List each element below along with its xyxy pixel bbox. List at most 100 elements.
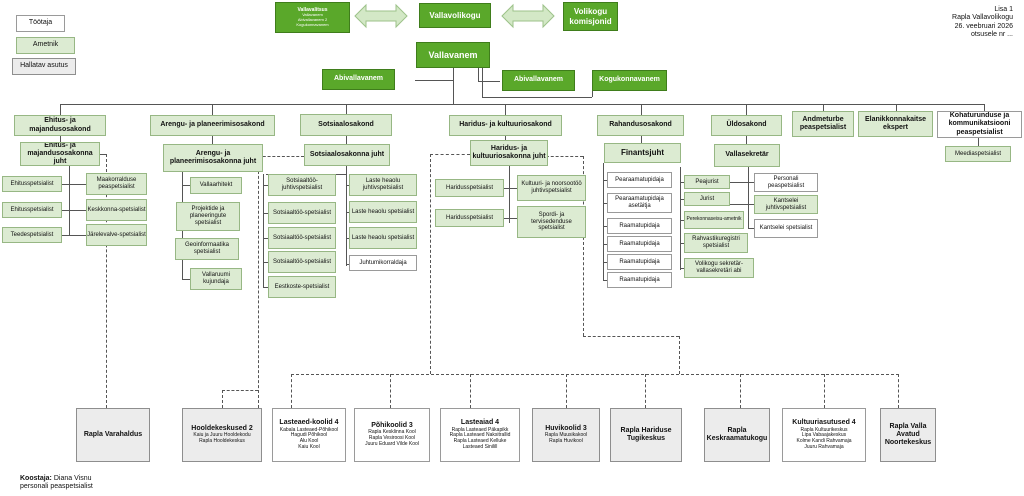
rahandus-staff-2: Pearaamatupidaja asetäitja (607, 193, 672, 213)
institution-hooldekeskused: Hooldekeskused 2 Kaiu ja Juuru Hooldekod… (182, 408, 262, 462)
institution-line: Lasteaed Sinilill (462, 443, 498, 450)
sotsiaal-staff-5: Eestkoste-spetsialist (268, 276, 336, 298)
sotsiaal-staff-8: Laste heaolu spetsialist (349, 227, 417, 249)
institution-line: Rapla Hooldekeskus (199, 438, 245, 445)
institution-keskraamatukogu: Rapla Keskraamatukogu (704, 408, 770, 462)
institution-line: Juuru Eduard Vilde Kool (365, 440, 419, 447)
institution-title: Hooldekeskused 2 (191, 425, 253, 433)
vallavalitsus-line-2: Abivallavanem 2 (297, 17, 328, 23)
sotsiaal-staff-2: Sotsiaaltöö-spetsialist (268, 202, 336, 224)
footer-name: Diana Visnu (53, 475, 92, 482)
ehitus-staff-2: Ehitusspetsialist (2, 202, 62, 218)
institution-title: Rapla Valla Avatud Noortekeskus (884, 422, 932, 447)
rahandus-staff-4: Raamatupidaja (607, 236, 672, 252)
institution-line: Rapla Huvikool (549, 438, 583, 445)
institution-line: Lipa Vabaajakeskus (801, 432, 847, 439)
institution-noortekeskus: Rapla Valla Avatud Noortekeskus (880, 408, 936, 462)
institution-title: Huvikoolid 3 (545, 425, 587, 433)
head-sotsiaal: Sotsiaalosakonna juht (304, 144, 390, 166)
sotsiaal-staff-6: Laste heaolu juhtivspetsialist (349, 174, 417, 196)
haridus-staff-2: Haridusspetsialist (435, 209, 504, 227)
sotsiaal-staff-7: Laste heaolu spetsialist (349, 201, 417, 223)
dept-yld: Üldosakond (711, 115, 782, 136)
double-arrow-left (354, 3, 408, 29)
dept-andmeturve: Andmeturbe peaspetsialist (792, 111, 854, 137)
institution-line: Rapla Lasteaed Kelluke (453, 438, 507, 445)
institution-line: Rapla Lasteaed Naksitrallid (449, 432, 511, 439)
institution-line: Rapla Kesklinna Kool (368, 429, 416, 436)
institution-title: Lasteaiad 4 (460, 419, 500, 427)
haridus-staff-3: Kultuuri- ja noorsootöö juhtivspetsialis… (517, 175, 586, 201)
vallavalitsus-line-3: Kogukonnavanem (296, 21, 329, 27)
rahandus-staff-6: Raamatupidaja (607, 272, 672, 288)
abivallavanem-1-box: Abivallavanem (322, 69, 395, 90)
institution-title: Rapla Varahaldus (83, 430, 143, 438)
institution-line: Rapla Lasteaed Päkapikk (451, 426, 509, 433)
institution-huvikoolid: Huvikoolid 3 Rapla Muusikakool Rapla Huv… (532, 408, 600, 462)
sotsiaal-staff-1: Sotsiaaltöö-juhtivspetsialist (268, 174, 336, 196)
yld-staff-3: Perekonnaseisu-ametnik (684, 211, 744, 229)
vallavanem-box: Vallavanem (416, 42, 490, 68)
abivallavanem-2-box: Abivallavanem (502, 70, 575, 91)
legend-tootaja: Töötaja (16, 15, 65, 32)
dept-haridus: Haridus- ja kultuuriosakond (449, 115, 562, 136)
institution-line: Kaiu ja Juuru Hooldekodu (193, 432, 251, 439)
head-ehitus: Ehitus- ja majandusosakonna juht (20, 142, 100, 166)
institution-line: Hagudi Põhikool (290, 432, 328, 439)
rahandus-staff-5: Raamatupidaja (607, 254, 672, 270)
institution-line: Kolme Kandi Rahvamaja (796, 438, 852, 445)
document-meta: Lisa 1 Rapla Vallavolikogu 26. veebruari… (935, 6, 1013, 40)
kogukonnavanem-box: Kogukonnavanem (592, 70, 667, 91)
institution-line: Kabala Lasteaed-Põhikool (279, 426, 339, 433)
yld-staff-6: Personali peaspetsialist (754, 173, 818, 192)
sotsiaal-staff-3: Sotsiaaltöö-spetsialist (268, 227, 336, 249)
dept-sotsiaal: Sotsiaalosakond (300, 114, 392, 136)
institution-line: Alu Kool (299, 438, 319, 445)
arengu-staff-4: Vallaruumi kujundaja (190, 268, 242, 290)
ehitus-staff-1: Ehitusspetsialist (2, 176, 62, 192)
arengu-staff-2: Projektide ja planeeringute spetsialist (176, 202, 240, 231)
footer-label: Koostaja: (20, 475, 52, 482)
yld-staff-5: Volikogu sekretär-vallasekretäri abi (684, 258, 754, 278)
ehitus-staff-5: Keskkonna-spetsialist (86, 199, 147, 221)
head-arengu: Arengu- ja planeerimisosakonna juht (163, 144, 263, 172)
institution-title: Põhikoolid 3 (371, 422, 413, 430)
haridus-staff-4: Spordi- ja tervisedenduse spetsialist (517, 206, 586, 238)
meta-line-1: Lisa 1 (994, 6, 1013, 13)
institution-line: Rapla Kultuurikeskus (800, 426, 848, 433)
institution-tugikeskus: Rapla Hariduse Tugikeskus (610, 408, 682, 462)
institution-kultuuriasutused: Kultuuriasutused 4 Rapla Kultuurikeskus … (782, 408, 866, 462)
head-haridus: Haridus- ja kultuuriosakonna juht (470, 140, 548, 166)
yld-staff-2: Jurist (684, 192, 730, 206)
legend-hallatav: Hallatav asutus (12, 58, 76, 75)
sotsiaal-staff-4: Sotsiaaltöö-spetsialist (268, 251, 336, 273)
institution-line: Rapla Muusikakool (544, 432, 588, 439)
sotsiaal-staff-9: Juhtumikorraldaja (349, 255, 417, 271)
vallavolikogu-box: Vallavolikogu (419, 3, 491, 28)
rahandus-staff-1: Pearaamatupidaja (607, 172, 672, 188)
meta-line-3: 26. veebruari 2026 (954, 22, 1013, 30)
meta-line-4: otsusele nr ... (970, 31, 1013, 39)
dept-arengu: Arengu- ja planeerimisosakond (150, 115, 275, 136)
institution-pohikoolid: Põhikoolid 3 Rapla Kesklinna Kool Rapla … (354, 408, 430, 462)
yld-staff-8: Kantselei spetsialist (754, 219, 818, 238)
ehitus-staff-4: Maakorralduse peaspetsialist (86, 173, 147, 195)
vallavalitsus-title: Vallavalitsus (297, 6, 328, 13)
dept-rahandus: Rahandusosakond (597, 115, 684, 136)
institution-line: Rapla Vesiroosi Kool (368, 435, 416, 442)
institution-varahaldus: Rapla Varahaldus (76, 408, 150, 462)
institution-title: Rapla Keskraamatukogu (706, 426, 768, 442)
kohatur-staff-1: Meediaspetsialist (945, 146, 1011, 162)
yld-staff-4: Rahvastikuregistri spetsialist (684, 233, 748, 253)
footer-author: Koostaja: Diana Visnu personali peaspets… (20, 475, 150, 492)
institution-lasteaed-koolid: Lasteaed-koolid 4 Kabala Lasteaed-Põhiko… (272, 408, 346, 462)
head-rahandus: Finantsjuht (604, 143, 681, 163)
double-arrow-right (501, 3, 555, 29)
yld-staff-7: Kantselei juhtivspetsialist (754, 195, 818, 214)
institution-line: Kaiu Kool (298, 443, 320, 450)
ehitus-staff-6: Järelevalve-spetsialist (86, 224, 147, 246)
institution-title: Lasteaed-koolid 4 (279, 419, 339, 427)
footer-role: personali peaspetsialist (20, 483, 93, 491)
dept-kohaturundus: Kohaturunduse ja kommunikatsiooni peaspe… (937, 111, 1022, 138)
arengu-staff-3: Geoinformaatika spetsialist (175, 238, 239, 260)
